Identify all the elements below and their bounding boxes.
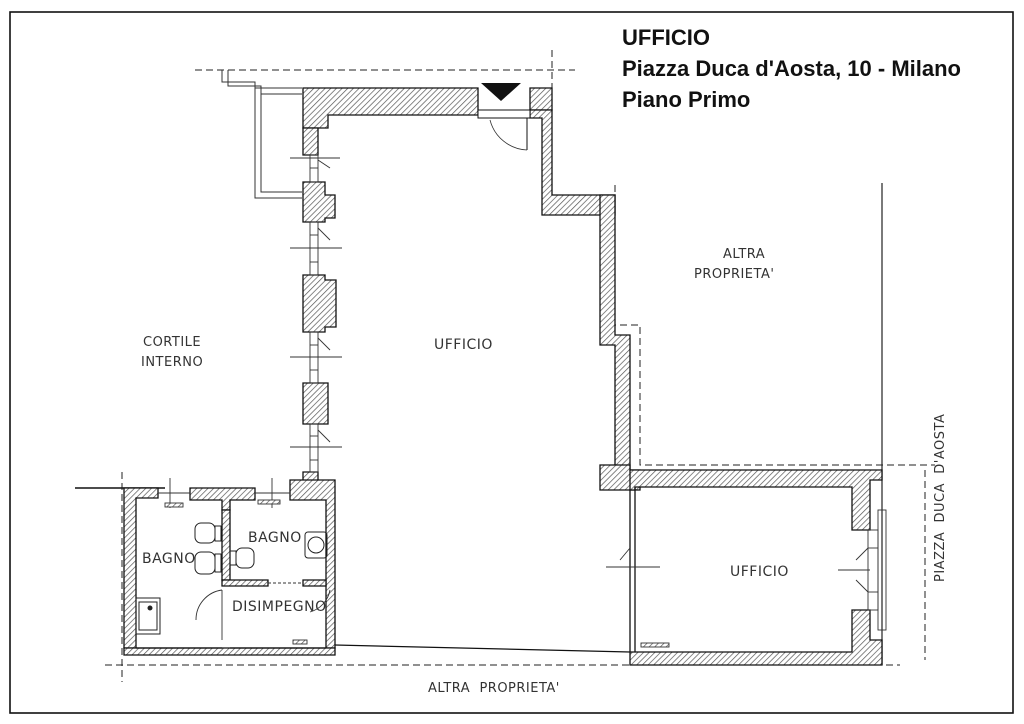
- room-label-main-office: UFFICIO: [434, 337, 493, 353]
- other-property-bottom-label: ALTRA PROPRIETA': [428, 681, 560, 696]
- room-label-hallway: DISIMPEGNO: [232, 599, 327, 615]
- entrance-door: [477, 83, 531, 151]
- bathroom-openings: [158, 478, 331, 640]
- courtyard-label-1: CORTILE: [143, 335, 202, 350]
- sanitary-fixtures: [135, 522, 328, 635]
- room-label-bath-left: BAGNO: [142, 551, 196, 567]
- front-office-windows: [292, 509, 887, 648]
- title-line-3: Piano Primo: [622, 87, 751, 112]
- property-boundaries: [105, 50, 935, 682]
- courtyard-railing: [221, 70, 302, 199]
- other-property-label-1: ALTRA: [723, 247, 766, 262]
- room-label-front-office: UFFICIO: [730, 564, 789, 580]
- sheet-border: [9, 11, 1014, 714]
- courtyard-windows: [290, 154, 342, 473]
- title-line-2: Piazza Duca d'Aosta, 10 - Milano: [622, 56, 961, 81]
- title-line-1: UFFICIO: [622, 25, 710, 50]
- room-label-bath-right: BAGNO: [248, 530, 302, 546]
- walls: [123, 87, 883, 666]
- street-label: PIAZZA DUCA D'AOSTA: [933, 413, 948, 582]
- courtyard-label-2: INTERNO: [141, 355, 204, 370]
- entrance-arrow-icon: [481, 83, 521, 101]
- other-property-label-2: PROPRIETA': [694, 267, 775, 282]
- title-block: UFFICIO Piazza Duca d'Aosta, 10 - Milano…: [622, 22, 961, 115]
- outlines: [136, 487, 636, 653]
